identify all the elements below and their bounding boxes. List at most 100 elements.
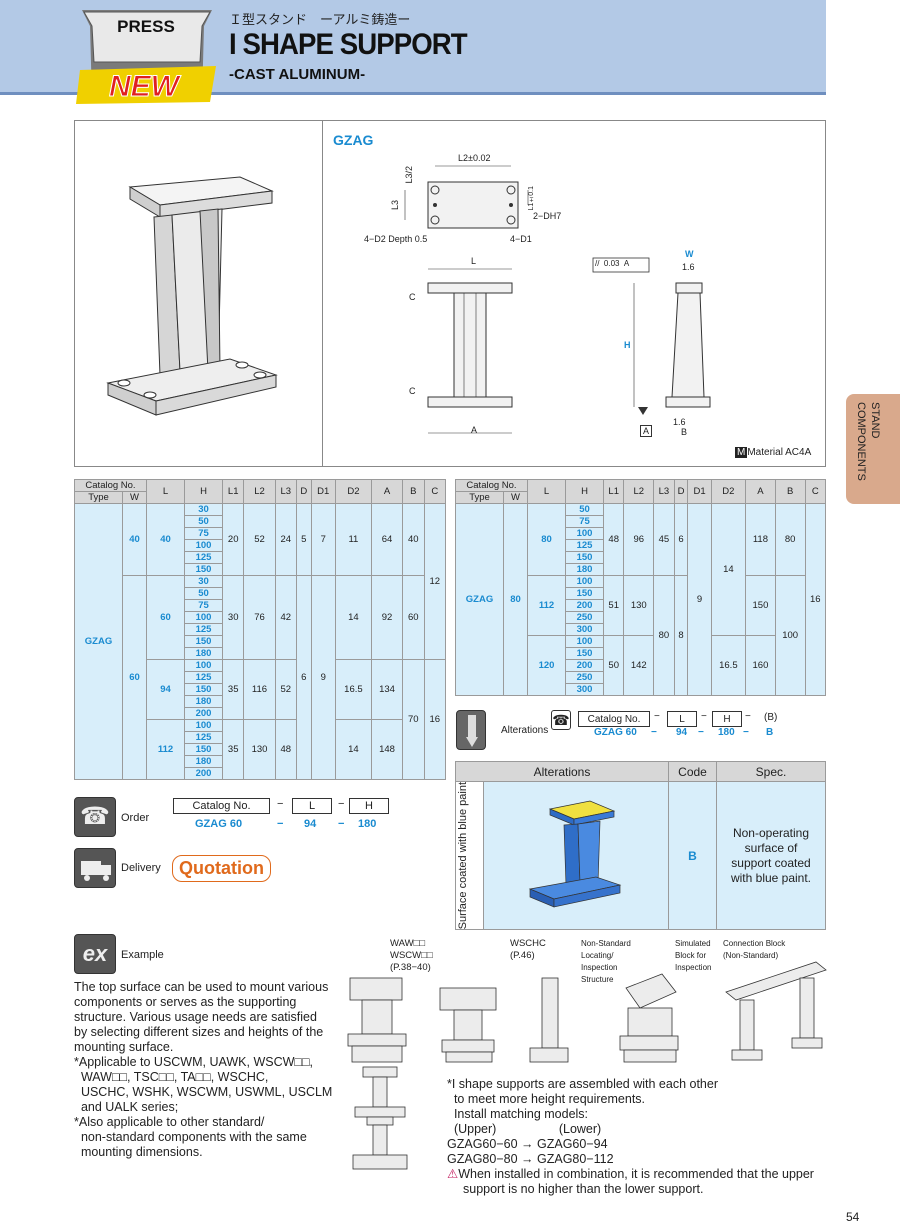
th-L2: L2: [623, 479, 655, 504]
th-catalog: Catalog No.: [455, 479, 528, 492]
example-line: *Also applicable to other standard/: [74, 1115, 265, 1129]
warning-text: When installed in combination, it is rec…: [458, 1167, 814, 1181]
th-L1: L1: [602, 479, 625, 504]
model-lower: GZAG60−94: [537, 1137, 608, 1151]
cell-D2: 14: [334, 575, 372, 660]
press-new-badge: PRESS NEW: [76, 10, 216, 104]
alt-dash: −: [698, 727, 704, 738]
alt-val-H: 180: [718, 727, 735, 738]
cell-L2: 130: [243, 719, 276, 780]
th-type: Type: [455, 491, 504, 504]
callout-inspection: Inspection: [581, 963, 618, 972]
cell-D1: 9: [687, 503, 712, 696]
stacked-supports-illustration: [352, 1066, 408, 1170]
sidetab-line2: COMPONENTS: [855, 402, 867, 481]
cell-C: 16: [804, 503, 827, 696]
cell-D1: 7: [310, 503, 336, 576]
cell-L2: 116: [243, 659, 276, 720]
cell-H: 125: [184, 623, 223, 636]
cell-L: 60: [146, 575, 185, 660]
cell-H: 300: [565, 623, 604, 636]
th-spec: Spec.: [716, 761, 826, 782]
callout-nonstandard: Non-Standard: [581, 939, 631, 948]
cell-H: 100: [184, 611, 223, 624]
cell-H: 200: [565, 659, 604, 672]
dim-d2: 4−D2 Depth 0.5: [364, 234, 428, 244]
example-line: mounting dimensions.: [74, 1145, 203, 1159]
th-D: D: [295, 479, 312, 504]
side-view-drawing: [592, 257, 711, 415]
th-code: Code: [668, 761, 717, 782]
cell-D2: 16.5: [334, 659, 372, 720]
cell-H: 50: [184, 515, 223, 528]
cell-L1: 20: [221, 503, 245, 576]
cell-B: 60: [402, 575, 425, 660]
cell-A: 118: [745, 503, 776, 576]
assembly-notes: *I shape supports are assembled with eac…: [447, 1077, 814, 1197]
dim-l3-half: L3/2: [404, 166, 414, 184]
cell-H: 250: [565, 611, 604, 624]
delivery-truck-icon: [74, 848, 116, 888]
cell-L: 112: [527, 575, 566, 636]
callout-page1: (P.38−40): [390, 962, 431, 973]
cell-H: 125: [184, 551, 223, 564]
order-H-box: H: [349, 798, 389, 814]
example-text-block: The top surface can be used to mount var…: [74, 980, 344, 1160]
dim-d1: 4−D1: [510, 234, 532, 244]
dim-roughness-top: 1.6: [682, 262, 695, 272]
alt-vertical-label: Surface coated with blue paint: [456, 782, 469, 930]
warning-text: support is no higher than the lower supp…: [463, 1182, 704, 1196]
cell-B: 100: [774, 575, 806, 696]
alterations-label: Alterations: [501, 725, 549, 736]
model-pair-1: GZAG60−60 → GZAG60−94: [447, 1137, 814, 1152]
th-L: L: [146, 479, 185, 504]
cell-D2: 16.5: [710, 635, 747, 696]
th-catalog: Catalog No.: [74, 479, 147, 492]
dim-l1: L1±0.1: [528, 186, 535, 211]
order-dash: −: [277, 798, 284, 810]
th-B: B: [774, 479, 806, 504]
alt-order-catalog-box: Catalog No.: [578, 711, 650, 727]
callout-non-standard: (Non-Standard): [723, 951, 779, 960]
example-line: mounting surface.: [74, 1040, 174, 1054]
cell-H: 100: [565, 635, 604, 648]
cell-H: 125: [184, 731, 223, 744]
cell-D1: 9: [310, 575, 336, 780]
cell-H: 180: [184, 755, 223, 768]
dim-A: A: [471, 425, 478, 435]
example-illustrations: [347, 961, 827, 1063]
order-label: Order: [121, 812, 150, 824]
example-line: by selecting different sizes and heights…: [74, 1025, 324, 1039]
alt-dash: −: [745, 711, 751, 722]
alt-dash: −: [701, 711, 707, 722]
dim-l2: L2±0.02: [458, 153, 491, 163]
order-L-box: L: [292, 798, 332, 814]
cell-H: 180: [184, 695, 223, 708]
th-w: W: [503, 491, 528, 504]
cell-H: 150: [184, 635, 223, 648]
cell-D2: 11: [334, 503, 372, 576]
drawing-box: [74, 120, 826, 467]
cell-D: 6: [295, 575, 312, 780]
cell-w60: 60: [122, 575, 147, 780]
cell-L3: 80: [653, 575, 675, 696]
model-upper: GZAG80−80: [447, 1152, 518, 1166]
alt-code: B: [668, 780, 717, 931]
cell-L3: 52: [274, 659, 297, 720]
flatness-ref: A: [623, 259, 630, 268]
cell-L2: 96: [623, 503, 655, 576]
cell-L3: 24: [274, 503, 297, 576]
cell-L2: 142: [623, 635, 655, 696]
cell-L1: 30: [221, 575, 245, 660]
order-dash: −: [338, 818, 345, 830]
cell-H: 75: [565, 515, 604, 528]
cell-H: 200: [565, 599, 604, 612]
product-3d-illustration: [106, 176, 278, 416]
cell-H: 250: [565, 671, 604, 684]
dim-C-top: C: [409, 292, 416, 302]
dim-W: W: [685, 249, 694, 259]
flatness-value: 0.03: [603, 259, 620, 268]
th-D: D: [673, 479, 689, 504]
